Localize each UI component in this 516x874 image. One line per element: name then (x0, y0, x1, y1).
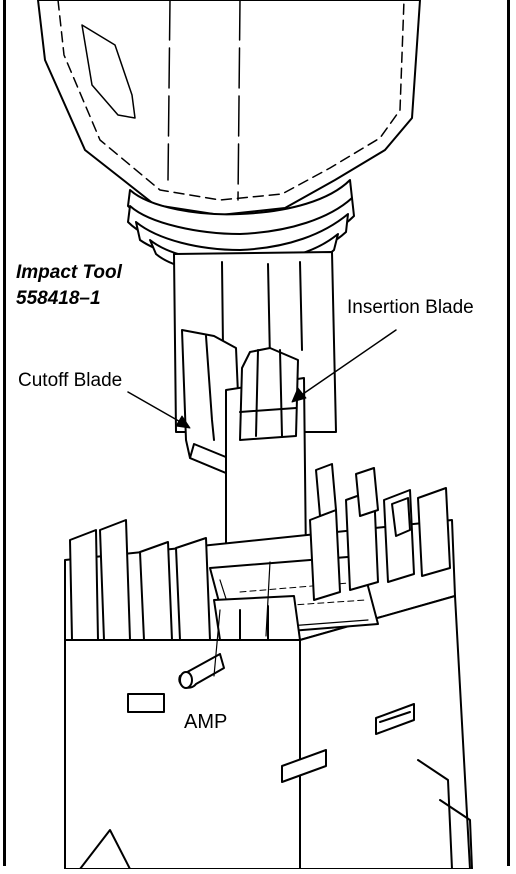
figure-border (3, 0, 510, 866)
cutoff-blade-label: Cutoff Blade (18, 370, 123, 391)
tool-part-number-label: 558418–1 (16, 288, 101, 309)
contact-posts (69, 463, 451, 689)
brand-mark: AMP (184, 711, 227, 733)
leader-arrows (127, 329, 397, 429)
insertion-blade-label: Insertion Blade (347, 297, 474, 318)
tool-name-label: Impact Tool (16, 262, 122, 283)
insertion-blade (225, 347, 307, 574)
